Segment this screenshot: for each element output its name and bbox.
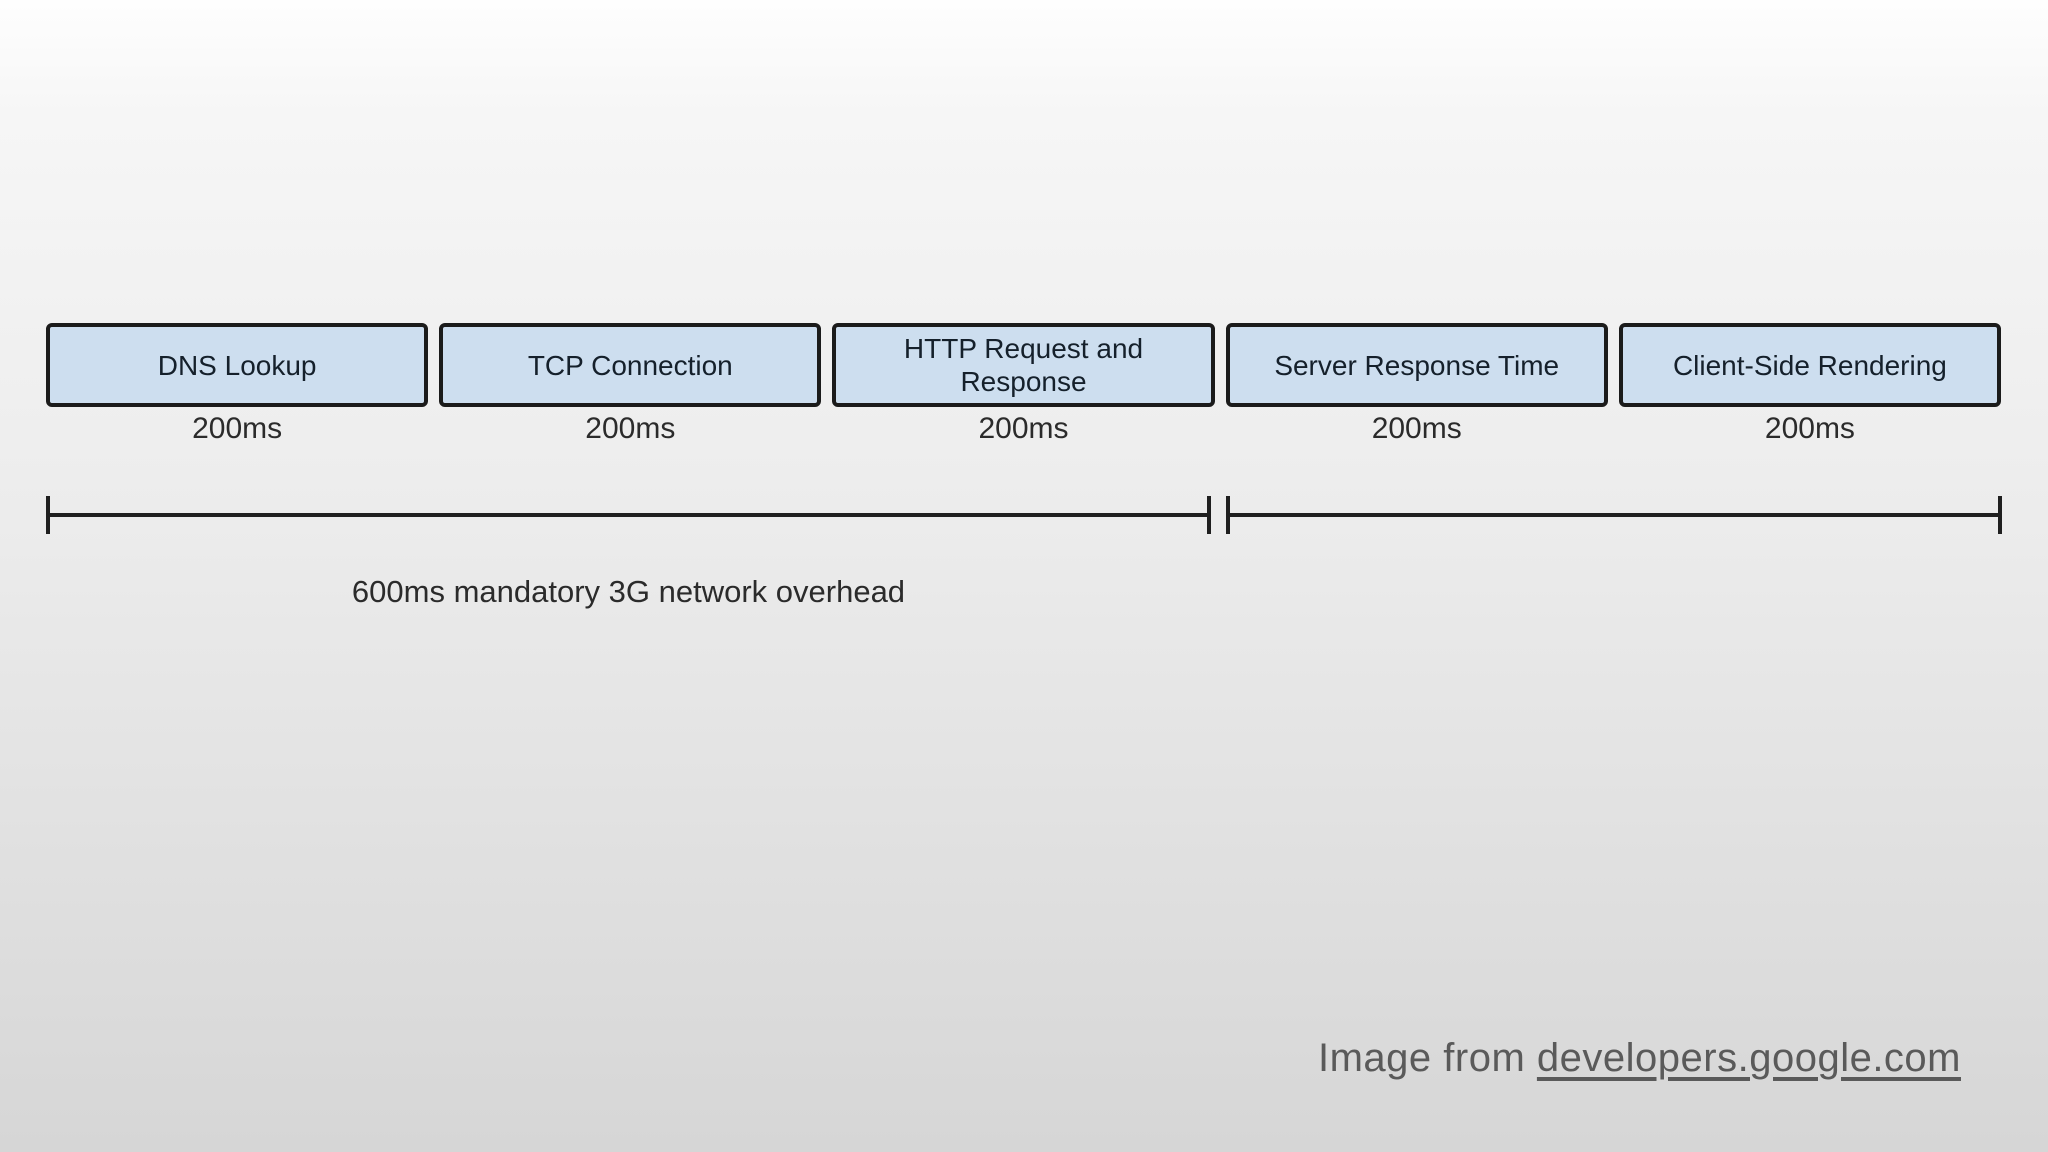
phase-label: TCP Connection <box>527 349 733 381</box>
phase-boxes-row: DNS Lookup TCP Connection HTTP Request a… <box>46 323 2002 407</box>
timeline-line <box>1226 513 2002 517</box>
phase-box-tcp-connection: TCP Connection <box>439 323 822 407</box>
attribution: Image from developers.google.com <box>1318 1036 1961 1081</box>
timeline-segment-remaining <box>1226 496 2002 534</box>
phase-label: Client-Side Rendering <box>1672 349 1947 381</box>
phase-duration: 200ms <box>978 412 1069 445</box>
phase-label: Server Response Time <box>1274 349 1560 381</box>
overhead-caption: 600ms mandatory 3G network overhead <box>351 574 906 609</box>
attribution-link[interactable]: developers.google.com <box>1536 1036 1961 1080</box>
phase-box-http-request-response: HTTP Request and Response <box>832 323 1215 407</box>
phase-durations-row: 200ms 200ms 200ms 200ms 200ms <box>46 412 2001 446</box>
phase-label: HTTP Request and Response <box>903 333 1144 397</box>
phase-box-client-side-rendering: Client-Side Rendering <box>1618 323 2002 407</box>
attribution-prefix: Image from <box>1318 1036 1537 1080</box>
phase-duration: 200ms <box>192 412 283 445</box>
phase-box-dns-lookup: DNS Lookup <box>46 323 429 407</box>
phase-box-server-response-time: Server Response Time <box>1225 323 1608 407</box>
phase-duration: 200ms <box>585 412 676 445</box>
timeline-tick-end-icon <box>1207 496 1211 534</box>
phase-label: DNS Lookup <box>157 349 317 381</box>
timeline-line <box>46 513 1211 517</box>
phase-duration: 200ms <box>1764 412 1855 445</box>
timeline-tick-end-icon <box>1998 496 2002 534</box>
timeline-segment-network-overhead <box>46 496 1211 534</box>
phase-duration: 200ms <box>1371 412 1462 445</box>
